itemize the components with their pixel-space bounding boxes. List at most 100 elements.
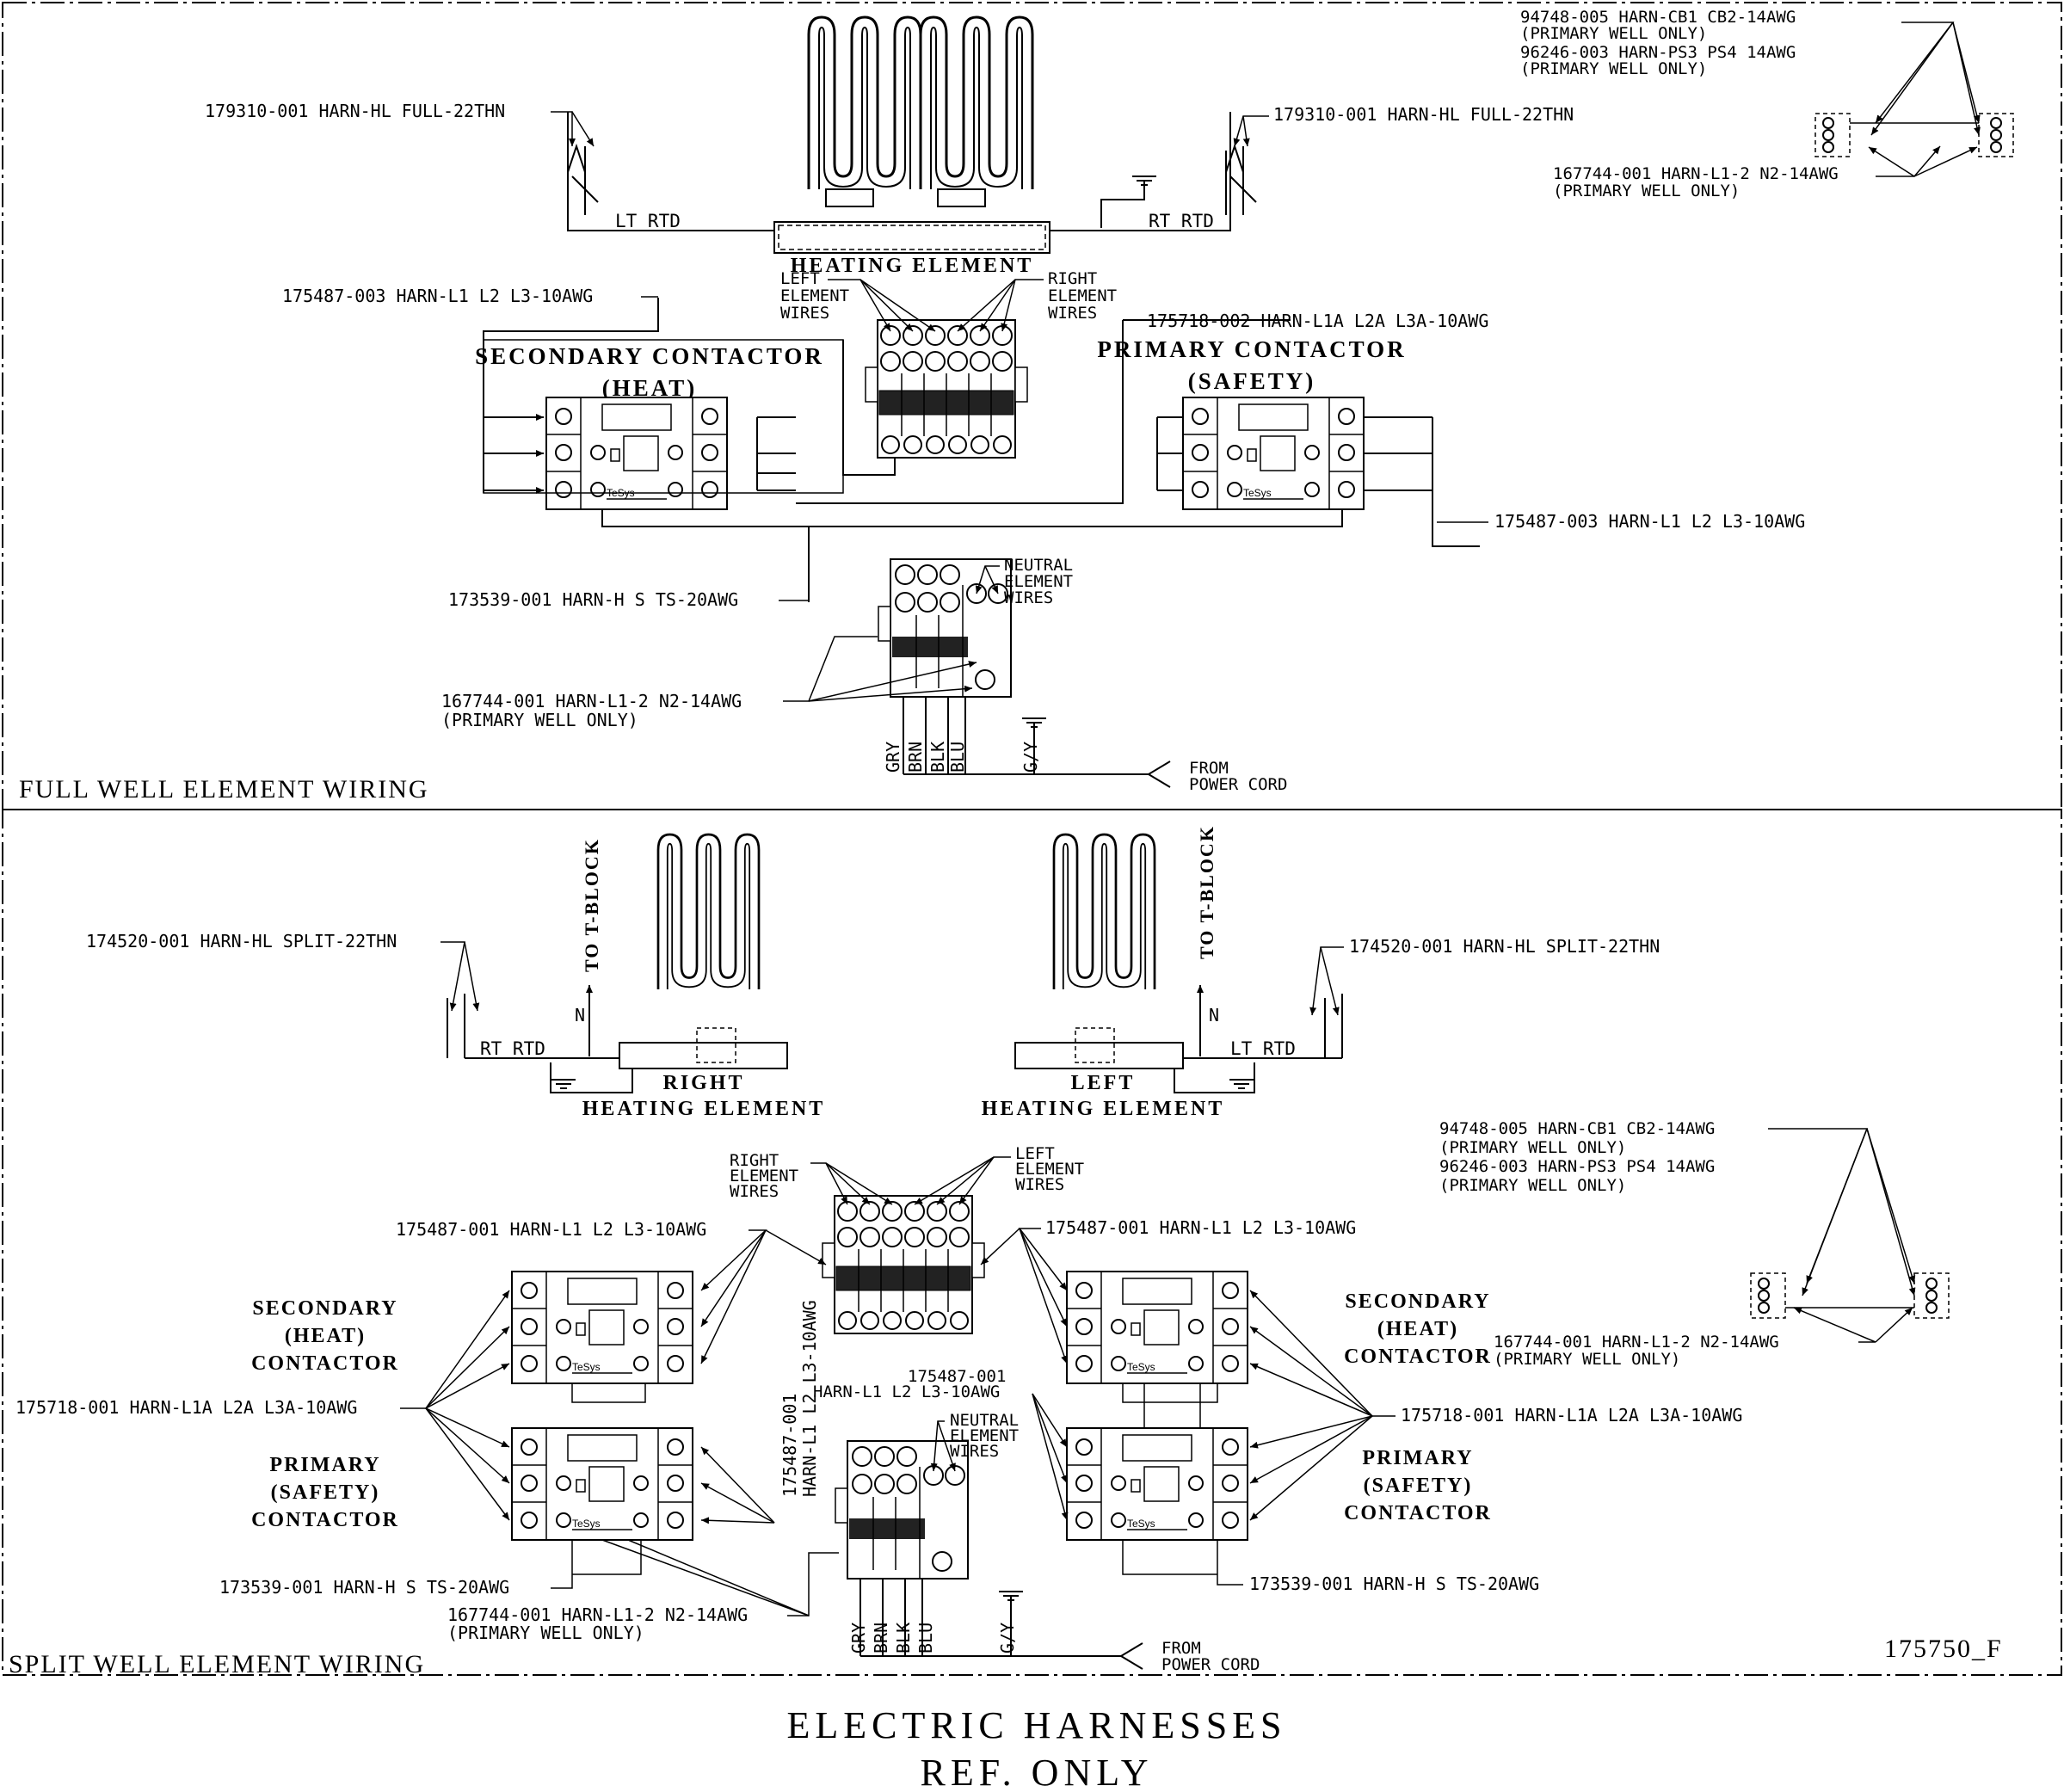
midright-line2: (PRIMARY WELL ONLY) (1439, 1138, 1626, 1157)
right-element-wires-3: WIRES (1048, 304, 1097, 323)
harn-hl-right-label: 179310-001 HARN-HL FULL-22THN (1273, 104, 1574, 125)
split-left-wires-1: LEFT (1015, 1144, 1055, 1163)
split-secondary-contactor-right (1066, 1271, 1248, 1384)
harn-l1a-label: 175718-002 HARN-L1A L2A L3A-10AWG (1147, 311, 1488, 331)
from-cord-full-2: POWER CORD (1189, 775, 1287, 794)
wire-color-gy-split: G/Y (997, 1623, 1018, 1653)
split-harn-hl-right: 174520-001 HARN-HL SPLIT-22THN (1349, 936, 1660, 957)
primary-contactor-title: PRIMARY CONTACTOR (1097, 336, 1406, 362)
midright-line4: (PRIMARY WELL ONLY) (1439, 1176, 1626, 1195)
n-label-left: N (575, 1005, 585, 1025)
wire-color-brn-full: BRN (905, 742, 926, 773)
heating-element-label: HEATING ELEMENT (791, 255, 1034, 277)
wire-color-gy-full: G/Y (1020, 742, 1041, 773)
split-rt-rtd: RT RTD (480, 1038, 545, 1059)
split-pri-left-2: (SAFETY) (271, 1481, 380, 1504)
left-element-wires-1: LEFT (780, 269, 820, 288)
left-heating-element-l2: HEATING ELEMENT (982, 1098, 1225, 1120)
neutral-wires-3: WIRES (1004, 588, 1053, 607)
split-harn-l1-mid2: HARN-L1 L2 L3-10AWG (813, 1382, 1000, 1401)
split-neutral-wires-2: ELEMENT (950, 1426, 1019, 1445)
from-cord-full-1: FROM (1189, 759, 1229, 778)
split-pri-right-3: CONTACTOR (1344, 1502, 1492, 1524)
wire-color-brn-split: BRN (871, 1623, 891, 1653)
topright-line2: (PRIMARY WELL ONLY) (1520, 24, 1707, 43)
harn-n2-full-line1: 167744-001 HARN-L1-2 N2-14AWG (441, 691, 742, 711)
contactor-brand-label: TeSys (1243, 487, 1272, 499)
split-harn-l1-vert1: 175487-001 (779, 1394, 800, 1497)
split-neutral-wires-3: WIRES (950, 1442, 999, 1461)
harn-n2-full-line2: (PRIMARY WELL ONLY) (441, 710, 638, 730)
neutral-wires-2: ELEMENT (1004, 572, 1073, 591)
left-heating-element-l1: LEFT (1071, 1072, 1136, 1094)
split-sec-right-2: (HEAT) (1377, 1318, 1458, 1340)
neutral-wires-1: NEUTRAL (1004, 556, 1073, 575)
contactor-brand-label: TeSys (1127, 1361, 1155, 1373)
split-sec-left-3: CONTACTOR (251, 1352, 399, 1375)
midright-line1: 94748-005 HARN-CB1 CB2-14AWG (1439, 1119, 1715, 1138)
harn-l1l2l3-right-label: 175487-003 HARN-L1 L2 L3-10AWG (1494, 511, 1805, 532)
footer-subtitle: REF. ONLY (921, 1752, 1154, 1792)
topright-line6: (PRIMARY WELL ONLY) (1553, 182, 1740, 200)
to-tblock-right: TO T-BLOCK (1196, 825, 1217, 959)
topright-line3: 96246-003 HARN-PS3 PS4 14AWG (1520, 43, 1796, 62)
midright-line3: 96246-003 HARN-PS3 PS4 14AWG (1439, 1157, 1715, 1176)
wire-color-gry-full: GRY (883, 742, 903, 773)
right-element-wires-2: ELEMENT (1048, 286, 1117, 305)
wire-color-gry-split: GRY (848, 1623, 869, 1653)
wire-color-blu-split: BLU (915, 1623, 936, 1653)
split-sec-left-2: (HEAT) (285, 1325, 366, 1347)
heating-element-plate (773, 221, 1050, 254)
split-sec-left-1: SECONDARY (252, 1297, 397, 1320)
secondary-contactor-title: SECONDARY CONTACTOR (475, 343, 824, 369)
left-heating-element-plate (1014, 1042, 1184, 1069)
split-terminal-block-main (822, 1195, 985, 1334)
full-well-title: FULL WELL ELEMENT WIRING (19, 775, 429, 804)
from-cord-split-2: POWER CORD (1161, 1655, 1260, 1674)
split-pri-left-3: CONTACTOR (251, 1509, 399, 1531)
split-right-wires-1: RIGHT (730, 1151, 779, 1170)
split-harn-hl-left: 174520-001 HARN-HL SPLIT-22THN (86, 931, 397, 951)
split-left-wires-3: WIRES (1015, 1175, 1064, 1194)
split-neutral-wires-1: NEUTRAL (950, 1411, 1019, 1430)
split-primary-contactor-left (511, 1427, 693, 1541)
split-harn-l1a-left: 175718-001 HARN-L1A L2A L3A-10AWG (15, 1397, 357, 1418)
right-element-wires-1: RIGHT (1048, 269, 1097, 288)
split-pri-left-1: PRIMARY (269, 1454, 380, 1476)
heating-coil-right (919, 15, 1034, 191)
to-tblock-left: TO T-BLOCK (581, 838, 602, 972)
contactor-brand-label: TeSys (607, 487, 635, 499)
from-cord-split-1: FROM (1161, 1639, 1201, 1658)
topright-line4: (PRIMARY WELL ONLY) (1520, 59, 1707, 78)
footer-title: ELECTRIC HARNESSES (786, 1704, 1286, 1746)
split-harn-n2-line1: 167744-001 HARN-L1-2 N2-14AWG (447, 1604, 748, 1625)
terminal-block-main (865, 319, 1028, 459)
wire-color-blk-split: BLK (893, 1623, 914, 1653)
contactor-brand-label: TeSys (1127, 1518, 1155, 1530)
split-secondary-contactor-left (511, 1271, 693, 1384)
split-right-wires-3: WIRES (730, 1182, 779, 1201)
split-terminal-block-neutral (835, 1440, 969, 1580)
left-element-wires-2: ELEMENT (780, 286, 849, 305)
split-pri-right-2: (SAFETY) (1364, 1475, 1473, 1497)
split-sec-right-3: CONTACTOR (1344, 1346, 1492, 1368)
split-harn-l1-right: 175487-001 HARN-L1 L2 L3-10AWG (1045, 1217, 1356, 1238)
lt-rtd-label: LT RTD (615, 211, 681, 231)
right-heating-element-l1: RIGHT (662, 1072, 744, 1094)
right-heating-element-plate (619, 1042, 788, 1069)
harn-hl-left-label: 179310-001 HARN-HL FULL-22THN (205, 101, 505, 121)
wire-color-blk-full: BLK (927, 742, 948, 773)
heating-coil-left (807, 15, 922, 191)
wire-color-blu-full: BLU (947, 742, 968, 773)
primary-contactor (1182, 397, 1365, 510)
split-harn-l1a-right: 175718-001 HARN-L1A L2A L3A-10AWG (1401, 1405, 1742, 1426)
split-well-title: SPLIT WELL ELEMENT WIRING (9, 1650, 425, 1678)
split-harn-l1-vert2: HARN-L1 L2 L3-10AWG (799, 1300, 820, 1497)
right-heating-element-l2: HEATING ELEMENT (582, 1098, 826, 1120)
split-primary-contactor-right (1066, 1427, 1248, 1541)
harn-hs-label: 173539-001 HARN-H S TS-20AWG (448, 589, 738, 610)
midright-line6: (PRIMARY WELL ONLY) (1494, 1350, 1680, 1369)
split-right-wires-2: ELEMENT (730, 1167, 798, 1185)
n-label-right: N (1209, 1005, 1219, 1025)
